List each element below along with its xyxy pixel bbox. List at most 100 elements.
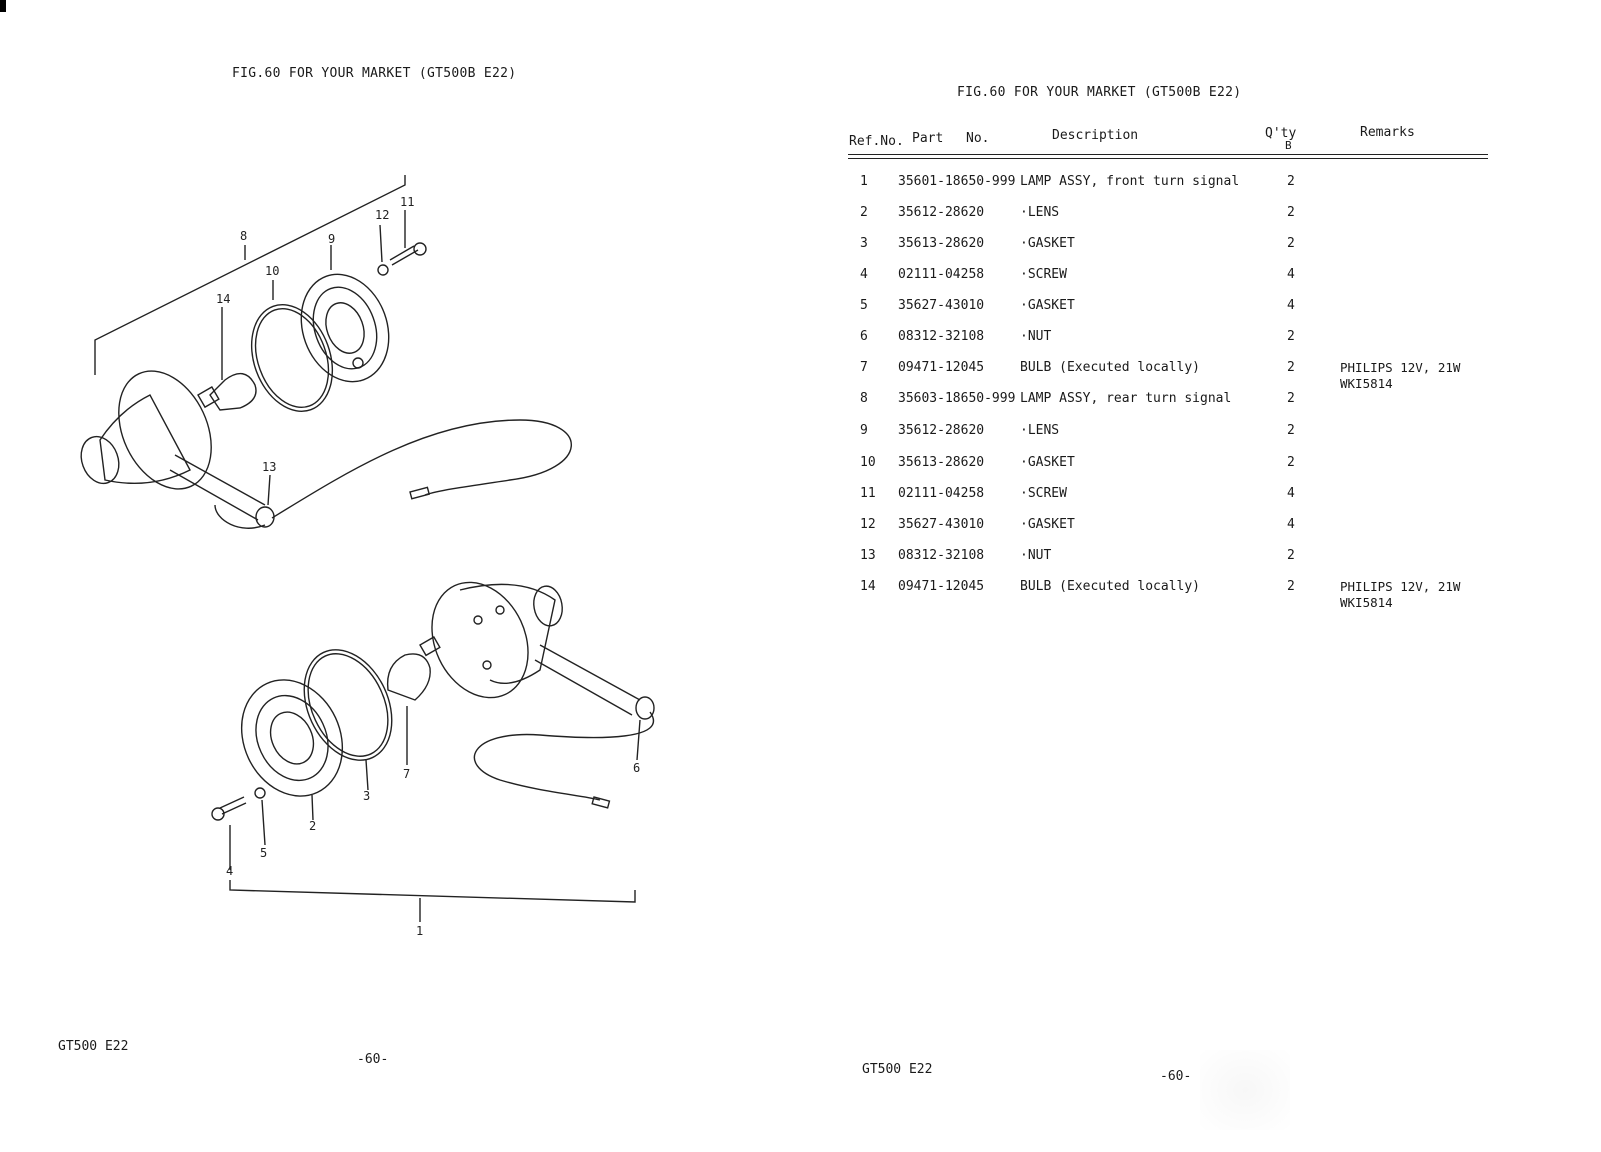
cell-description: ·LENS (1020, 205, 1060, 220)
cell-part-no: 35612-28620 (898, 205, 985, 220)
header-rule-top (848, 154, 1488, 155)
footer-model-right: GT500 E22 (862, 1062, 933, 1077)
cell-qty: 2 (1287, 236, 1295, 251)
table-row: 12 35627-43010 ·GASKET 4 (800, 517, 1601, 537)
table-row: 14 09471-12045 BULB (Executed locally) 2… (800, 579, 1601, 610)
cell-ref: 14 (860, 579, 876, 594)
cell-remarks: PHILIPS 12V, 21W WKI5814 (1340, 360, 1461, 391)
cell-part-no: 35612-28620 (898, 423, 985, 438)
cell-qty: 2 (1287, 205, 1295, 220)
cell-part-no: 35627-43010 (898, 298, 985, 313)
lower-lens (240, 679, 344, 797)
cell-part-no: 35627-43010 (898, 517, 985, 532)
cell-ref: 4 (860, 267, 868, 282)
right-page: FIG.60 FOR YOUR MARKET (GT500B E22) Ref.… (800, 0, 1601, 1152)
footer-model-left: GT500 E22 (58, 1039, 129, 1054)
cell-qty: 4 (1287, 517, 1295, 532)
cell-ref: 3 (860, 236, 868, 251)
lower-housing-neck (533, 585, 563, 627)
lower-nut (635, 696, 655, 720)
lower-stem (534, 644, 641, 716)
footer-page-number-left: -60- (357, 1052, 389, 1067)
callout-14: 14 (216, 292, 230, 306)
cell-part-no: 02111-04258 (898, 267, 985, 282)
cell-ref: 12 (860, 517, 876, 532)
table-row: 9 35612-28620 ·LENS 2 (800, 423, 1601, 443)
header-ref-no: Ref.No. (849, 134, 904, 149)
figure-title-right: FIG.60 FOR YOUR MARKET (GT500B E22) (957, 85, 1242, 100)
cell-qty: 4 (1287, 267, 1295, 282)
cell-description: ·GASKET (1020, 517, 1075, 532)
cell-ref: 9 (860, 423, 868, 438)
upper-lens (300, 273, 390, 383)
header-description: Description (1052, 128, 1139, 143)
table-row: 5 35627-43010 ·GASKET 4 (800, 298, 1601, 318)
table-row: 3 35613-28620 ·GASKET 2 (800, 236, 1601, 256)
upper-washer (377, 264, 389, 276)
header-qty: Q'ty (1265, 126, 1297, 141)
upper-stem (169, 454, 266, 521)
table-row: 1 35601-18650-999 LAMP ASSY, front turn … (800, 174, 1601, 194)
cell-part-no: 35601-18650-999 (898, 174, 1016, 189)
cell-qty: 2 (1287, 548, 1295, 563)
exploded-parts-diagram: 8 9 10 14 12 11 13 4 5 2 3 7 6 1 (80, 175, 655, 938)
table-row: 4 02111-04258 ·SCREW 4 (800, 267, 1601, 287)
cell-qty: 2 (1287, 360, 1295, 375)
callout-4: 4 (226, 864, 233, 878)
upper-wire-connector (409, 486, 431, 500)
callout-5: 5 (260, 846, 267, 860)
header-remarks: Remarks (1360, 125, 1415, 140)
cell-remarks: PHILIPS 12V, 21W WKI5814 (1340, 579, 1461, 610)
lower-wire (473, 711, 654, 801)
cell-qty: 2 (1287, 423, 1295, 438)
lower-washer (254, 787, 266, 799)
cell-description: ·GASKET (1020, 455, 1075, 470)
cell-part-no: 09471-12045 (898, 579, 985, 594)
cell-ref: 1 (860, 174, 868, 189)
callout-8: 8 (240, 229, 247, 243)
footer-page-number-right: -60- (1160, 1069, 1192, 1084)
cell-qty: 2 (1287, 391, 1295, 406)
cell-qty: 2 (1287, 174, 1295, 189)
cell-part-no: 09471-12045 (898, 360, 985, 375)
header-no: No. (966, 131, 990, 146)
upper-housing-neck (80, 435, 120, 485)
lower-housing-body (459, 583, 556, 684)
cell-part-no: 35613-28620 (898, 455, 985, 470)
cell-description: ·GASKET (1020, 298, 1075, 313)
upper-housing-body (99, 394, 191, 484)
upper-gasket-ring (250, 304, 334, 412)
callout-11: 11 (400, 195, 414, 209)
cell-ref: 11 (860, 486, 876, 501)
header-rule-bottom (848, 158, 1488, 159)
callout-3: 3 (363, 789, 370, 803)
header-part: Part (912, 131, 944, 146)
upper-wire (271, 419, 572, 519)
cell-description: ·SCREW (1020, 267, 1067, 282)
upper-housing-rim (118, 370, 212, 490)
upper-bulb (209, 372, 257, 411)
cell-description: LAMP ASSY, rear turn signal (1020, 391, 1232, 406)
cell-part-no: 35603-18650-999 (898, 391, 1016, 406)
callout-13: 13 (262, 460, 276, 474)
cell-ref: 10 (860, 455, 876, 470)
table-row: 13 08312-32108 ·NUT 2 (800, 548, 1601, 568)
cell-ref: 5 (860, 298, 868, 313)
cell-description: BULB (Executed locally) (1020, 579, 1201, 594)
cell-description: LAMP ASSY, front turn signal (1020, 174, 1240, 189)
callout-9: 9 (328, 232, 335, 246)
cell-ref: 7 (860, 360, 868, 375)
cell-part-no: 08312-32108 (898, 548, 985, 563)
cell-description: ·NUT (1020, 548, 1052, 563)
cell-qty: 4 (1287, 298, 1295, 313)
table-row: 7 09471-12045 BULB (Executed locally) 2 … (800, 360, 1601, 391)
cell-part-no: 02111-04258 (898, 486, 985, 501)
table-row: 8 35603-18650-999 LAMP ASSY, rear turn s… (800, 391, 1601, 411)
cell-description: ·LENS (1020, 423, 1060, 438)
lower-screw (219, 796, 247, 815)
lower-gasket-ring (303, 649, 393, 761)
callout-12: 12 (375, 208, 389, 222)
cell-ref: 6 (860, 329, 868, 344)
upper-screw (389, 245, 419, 266)
table-row: 10 35613-28620 ·GASKET 2 (800, 455, 1601, 475)
